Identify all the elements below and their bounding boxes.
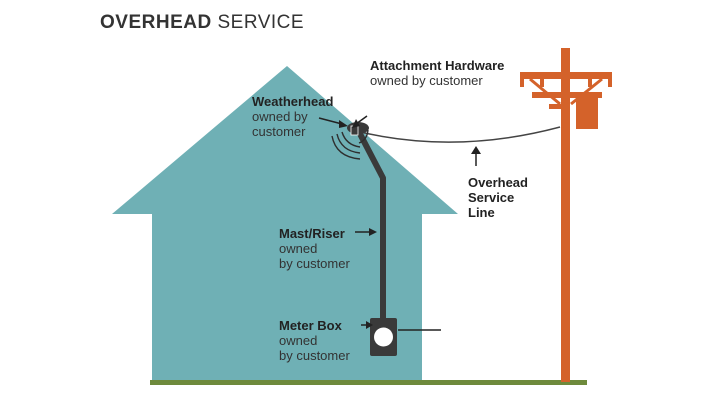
service-drop-wires	[331, 129, 369, 160]
overhead-service-line-label: Overhead Service Line	[468, 175, 528, 220]
meter-dial	[374, 327, 393, 347]
page-title: OVERHEAD SERVICE	[100, 12, 304, 34]
weatherhead-name: Weatherhead	[252, 94, 334, 109]
attachment-hardware-label: Attachment Hardware owned by customer	[370, 58, 504, 88]
attachment-arrow	[352, 115, 368, 128]
mast-riser	[355, 128, 386, 322]
meter-arrow	[361, 321, 373, 329]
meter-box-name: Meter Box	[279, 318, 342, 333]
service-line-word1: Overhead	[468, 175, 528, 190]
weatherhead-label: Weatherhead owned by customer	[252, 94, 333, 139]
attachment-hardware-name: Attachment Hardware	[370, 58, 505, 73]
title-bold: OVERHEAD	[100, 12, 212, 33]
utility-pole	[520, 48, 612, 382]
mast-arrow	[355, 228, 377, 236]
mast-riser-label: Mast/Riser owned by customer	[279, 226, 350, 271]
overhead-service-wire	[355, 126, 561, 143]
weatherhead-owner-line1: owned by	[252, 109, 308, 124]
meter-box-label: Meter Box owned by customer	[279, 318, 350, 363]
service-line-word3: Line	[468, 205, 495, 220]
house-shape	[112, 66, 458, 382]
service-line-word2: Service	[468, 190, 515, 205]
mast-riser-name: Mast/Riser	[279, 226, 345, 241]
weatherhead-owner-line2: customer	[252, 124, 306, 139]
service-line-arrow	[471, 146, 481, 166]
attachment-hardware-owner: owned by customer	[370, 73, 483, 88]
meter-box-owner-line1: owned	[279, 333, 318, 348]
mast-riser-owner-line1: owned	[279, 241, 318, 256]
ground-line	[150, 380, 587, 385]
weatherhead-arrow	[318, 117, 348, 128]
title-regular: SERVICE	[217, 12, 305, 33]
mast-riser-owner-line2: by customer	[279, 256, 350, 271]
meter-box-owner-line2: by customer	[279, 348, 350, 363]
